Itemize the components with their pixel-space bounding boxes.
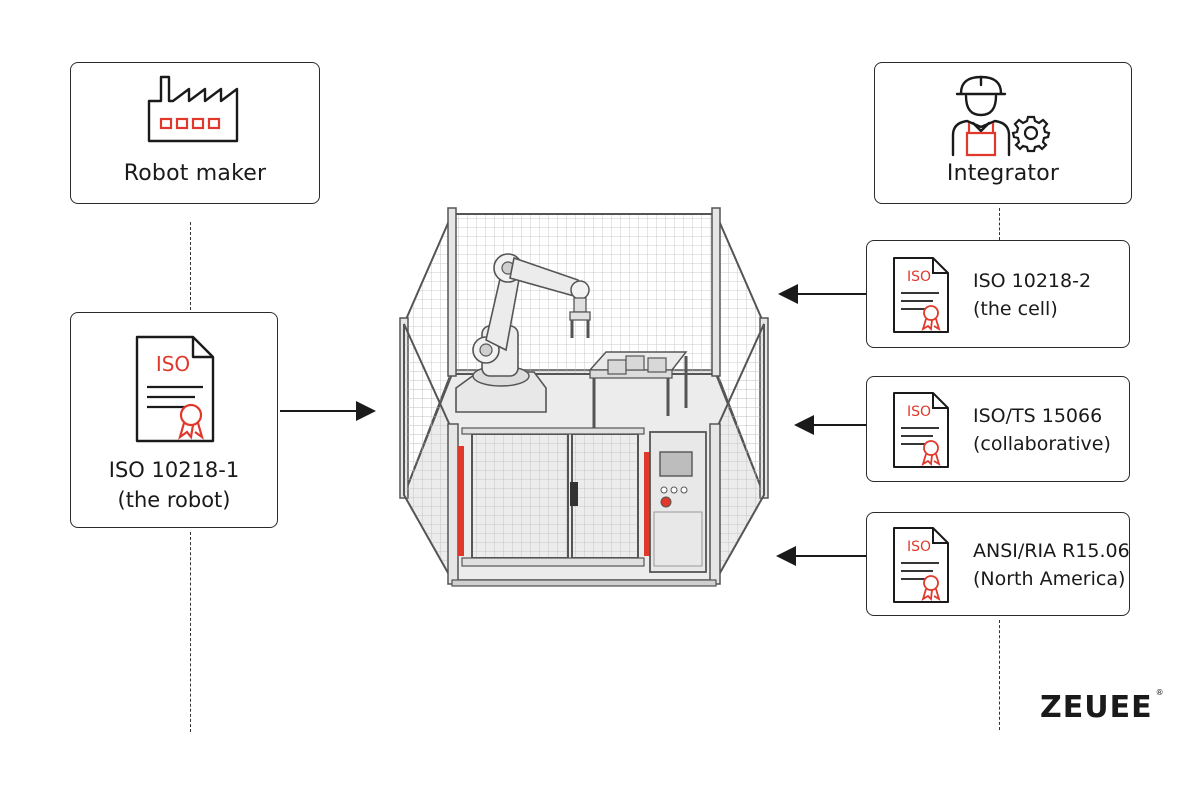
svg-text:ISO: ISO	[907, 404, 931, 420]
logo-text: ZEUEE	[1040, 690, 1153, 725]
iso-ts-15066-text: ISO/TS 15066 (collaborative)	[973, 402, 1111, 458]
robot-cell-icon	[399, 207, 769, 587]
iso-10218-2-text: ISO 10218-2 (the cell)	[973, 267, 1091, 323]
iso-10218-1-text: ISO 10218-1 (the robot)	[71, 455, 277, 515]
svg-text:ISO: ISO	[156, 352, 190, 376]
zeuee-logo: ZEUEE ®	[1040, 688, 1164, 725]
iso-ts-15066-box: ISO ISO/TS 15066 (collaborative)	[866, 376, 1130, 482]
iso-ts-15066-title: ISO/TS 15066	[973, 405, 1103, 427]
svg-text:ISO: ISO	[907, 539, 931, 555]
iso-10218-1-box: ISO ISO 10218-1 (the robot)	[70, 312, 278, 528]
worker-gear-icon	[951, 75, 1051, 157]
right-connector-bottom	[999, 620, 1000, 730]
iso-ts-15066-subtitle: (collaborative)	[973, 433, 1111, 455]
factory-icon	[147, 75, 239, 143]
iso-10218-1-subtitle: (the robot)	[117, 488, 231, 512]
left-connector-bottom	[190, 532, 191, 732]
iso-10218-2-box: ISO ISO 10218-2 (the cell)	[866, 240, 1130, 348]
registered-mark: ®	[1155, 688, 1165, 697]
ansi-ria-text: ANSI/RIA R15.06 (North America)	[973, 537, 1130, 593]
robot-maker-label: Robot maker	[123, 161, 267, 186]
robot-maker-box: Robot maker	[70, 62, 320, 204]
iso-10218-2-subtitle: (the cell)	[973, 298, 1058, 320]
integrator-label: Integrator	[946, 161, 1060, 186]
svg-text:ISO: ISO	[907, 269, 931, 285]
left-connector-top	[190, 222, 191, 310]
right-connector-top	[999, 208, 1000, 240]
ansi-ria-subtitle: (North America)	[973, 568, 1126, 590]
certificate-document-icon: ISO	[893, 257, 949, 333]
iso-10218-1-title: ISO 10218-1	[108, 458, 240, 482]
ansi-ria-box: ISO ANSI/RIA R15.06 (North America)	[866, 512, 1130, 616]
ansi-ria-title: ANSI/RIA R15.06	[973, 540, 1130, 562]
certificate-document-icon: ISO	[893, 527, 949, 603]
integrator-box: Integrator	[874, 62, 1132, 204]
certificate-document-icon: ISO	[893, 392, 949, 468]
certificate-document-icon: ISO	[135, 335, 215, 443]
iso-10218-2-title: ISO 10218-2	[973, 270, 1092, 292]
